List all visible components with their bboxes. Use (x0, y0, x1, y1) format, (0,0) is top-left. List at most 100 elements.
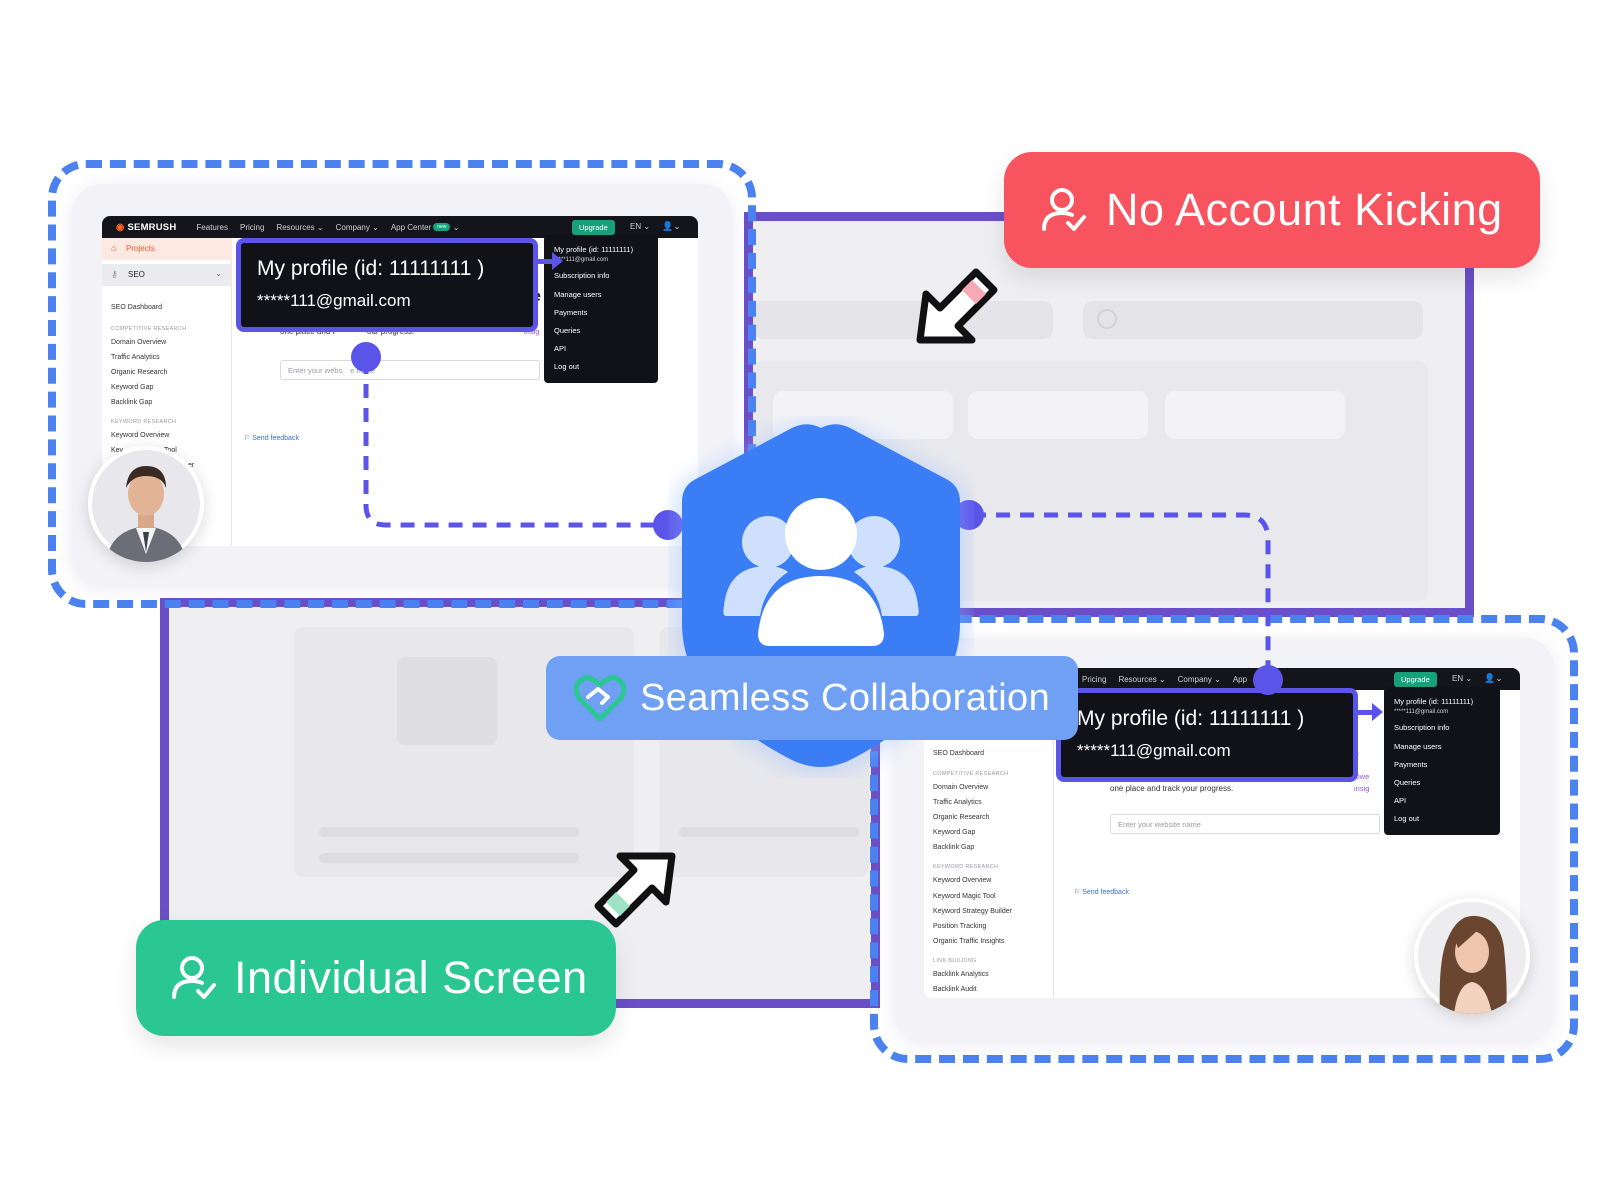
nav-company-label: Company (335, 222, 370, 232)
sidebar-heading-keyword: KEYWORD RESEARCH (111, 419, 177, 425)
sidebar-item-seo[interactable]: ⚷ SEO ⌄ (102, 264, 232, 286)
upgrade-button[interactable]: Upgrade (572, 220, 615, 235)
user-check-icon-2 (172, 956, 216, 999)
nav-app-2-label: App (1232, 674, 1248, 684)
nav-resources-2-label: Resources (1118, 674, 1157, 684)
pointer-arrowhead-top (552, 252, 563, 270)
sidebar-item-keyword-gap[interactable]: Keyword Gap (111, 384, 154, 391)
profile-popup-email-2: *****111@gmail.com (1077, 741, 1231, 760)
individual-screen-badge: Individual Screen (136, 920, 616, 1036)
sidebar-item-strategy-partial-end: er (188, 462, 195, 469)
nav-pricing-2[interactable]: Pricing (1082, 674, 1107, 684)
ghost-search-icon (1097, 309, 1117, 329)
sidebar-item-domain-overview[interactable]: Domain Overview (111, 339, 167, 346)
menu-item-api[interactable]: API (554, 344, 567, 353)
user-dropdown-menu-2: My profile (id: 11111111) *****111@gmail… (1384, 687, 1500, 835)
menu-item-payments[interactable]: Payments (554, 308, 588, 317)
ghost-card-3 (1165, 391, 1345, 439)
menu-item-api-2[interactable]: API (1394, 796, 1407, 805)
ghost-line-3 (679, 827, 859, 837)
nav-features[interactable]: Features (196, 222, 228, 232)
language-select[interactable]: EN ⌄ (630, 222, 651, 231)
sidebar-item-keyword-overview-2[interactable]: Keyword Overview (933, 877, 992, 884)
nav-company-2[interactable]: Company ⌄ (1177, 674, 1221, 684)
sidebar-item-organic-research[interactable]: Organic Research (111, 369, 168, 376)
menu-profile-title[interactable]: My profile (id: 11111111) (554, 245, 634, 254)
sidebar-item-keyword-magic-tool-2[interactable]: Keyword Magic Tool (933, 893, 996, 900)
session-card-top-left-border (48, 160, 756, 608)
app-logo[interactable]: ◉SEMRUSH (116, 222, 176, 233)
send-feedback-link[interactable]: ⚐ Send feedback (244, 435, 299, 442)
session-card-bottom-right-border (870, 615, 1578, 1063)
sidebar-item-keyword-overview[interactable]: Keyword Overview (111, 432, 170, 439)
menu-item-payments-2[interactable]: Payments (1394, 760, 1428, 769)
profile-highlight-popup-bottom: My profile (id: 11111111 ) *****111@gmai… (1056, 688, 1358, 782)
menu-item-log-out-2[interactable]: Log out (1394, 814, 1420, 823)
sidebar-heading-keyword-2: KEYWORD RESEARCH (933, 864, 999, 870)
home-icon: ⌂ (111, 243, 117, 253)
nav-resources-label: Resources (276, 222, 315, 232)
sidebar-heading-competitive: COMPETITIVE RESEARCH (111, 326, 187, 332)
sidebar-item-keyword-magic-partial[interactable]: Key (111, 447, 124, 454)
no-account-kicking-label: No Account Kicking (1106, 184, 1503, 235)
send-feedback-link-2[interactable]: ⚐ Send feedback (1074, 889, 1129, 896)
menu-item-manage-users[interactable]: Manage users (554, 290, 602, 299)
seo-label: SEO (128, 270, 145, 279)
nav-resources[interactable]: Resources ⌄ (276, 222, 324, 232)
connector-dot-top-left (351, 342, 381, 372)
sidebar-item-keyword-strategy-2[interactable]: Keyword Strategy Builder (933, 908, 1012, 915)
language-label: EN (630, 222, 642, 231)
seamless-collaboration-label: Seamless Collaboration (640, 676, 1051, 719)
sidebar-item-seo-dashboard[interactable]: SEO Dashboard (111, 304, 162, 311)
profile-popup-title: My profile (id: 11111111 ) (257, 257, 485, 280)
avatar-man (88, 446, 204, 562)
seo-key-icon: ⚷ (111, 269, 118, 279)
nav-resources-2[interactable]: Resources ⌄ (1118, 674, 1166, 684)
sidebar-item-backlink-gap-2[interactable]: Backlink Gap (933, 844, 975, 851)
users-icon (723, 498, 919, 646)
menu-profile-email: *****111@gmail.com (554, 257, 609, 263)
menu-profile-title-2[interactable]: My profile (id: 11111111) (1394, 697, 1474, 706)
sidebar-heading-competitive-2: COMPETITIVE RESEARCH (933, 771, 1009, 777)
sidebar-item-projects[interactable]: ⌂ Projects (102, 238, 232, 260)
menu-item-queries[interactable]: Queries (554, 326, 581, 335)
upgrade-button-2[interactable]: Upgrade (1394, 672, 1437, 687)
menu-profile-email-2: *****111@gmail.com (1394, 709, 1449, 715)
language-select-2[interactable]: EN ⌄ (1452, 674, 1473, 683)
individual-screen-label: Individual Screen (234, 952, 588, 1003)
sidebar-item-keyword-gap-2[interactable]: Keyword Gap (933, 829, 976, 836)
user-dropdown-menu: My profile (id: 11111111) *****111@gmail… (544, 235, 658, 383)
pointer-arrow-bottom (1358, 710, 1376, 715)
sidebar-item-organic-traffic-2[interactable]: Organic Traffic Insights (933, 938, 1005, 945)
logo-text: SEMRUSH (127, 221, 177, 233)
menu-item-manage-users-2[interactable]: Manage users (1394, 742, 1442, 751)
sidebar-item-backlink-gap[interactable]: Backlink Gap (111, 399, 153, 406)
sidebar-item-backlink-analytics-2[interactable]: Backlink Analytics (933, 971, 989, 978)
sidebar-item-backlink-audit-2[interactable]: Backlink Audit (933, 986, 977, 993)
nav-company[interactable]: Company ⌄ (335, 222, 379, 232)
nav-app-center-2[interactable]: App (1233, 675, 1247, 684)
sidebar-item-traffic-analytics[interactable]: Traffic Analytics (111, 354, 160, 361)
sidebar-item-traffic-analytics-2[interactable]: Traffic Analytics (933, 799, 982, 806)
menu-item-subscription[interactable]: Subscription info (554, 271, 610, 280)
menu-item-subscription-2[interactable]: Subscription info (1394, 723, 1450, 732)
website-name-input-2[interactable]: Enter your website name (1110, 814, 1380, 834)
menu-item-queries-2[interactable]: Queries (1394, 778, 1421, 787)
content-description-2: one place and track your progress. (1110, 784, 1234, 793)
nav-pricing[interactable]: Pricing (239, 222, 265, 232)
ghost-bar-left (753, 301, 1053, 339)
chevron-down-icon: ⌄ (215, 269, 222, 278)
projects-label: Projects (126, 244, 155, 253)
user-menu-icon[interactable]: 👤⌄ (662, 221, 681, 231)
app-topbar: ◉SEMRUSH Features Pricing Resources ⌄ Co… (102, 216, 698, 238)
sidebar-item-position-tracking-2[interactable]: Position Tracking (933, 923, 987, 930)
user-menu-icon-2[interactable]: 👤⌄ (1484, 673, 1503, 683)
menu-item-log-out[interactable]: Log out (554, 362, 580, 371)
sidebar-item-domain-overview-2[interactable]: Domain Overview (933, 784, 989, 791)
pointer-arrow-top (538, 259, 556, 264)
sidebar-item-organic-research-2[interactable]: Organic Research (933, 814, 990, 821)
sidebar-item-seo-dashboard-2[interactable]: SEO Dashboard (933, 750, 984, 757)
send-feedback-label-2: Send feedback (1082, 889, 1129, 896)
